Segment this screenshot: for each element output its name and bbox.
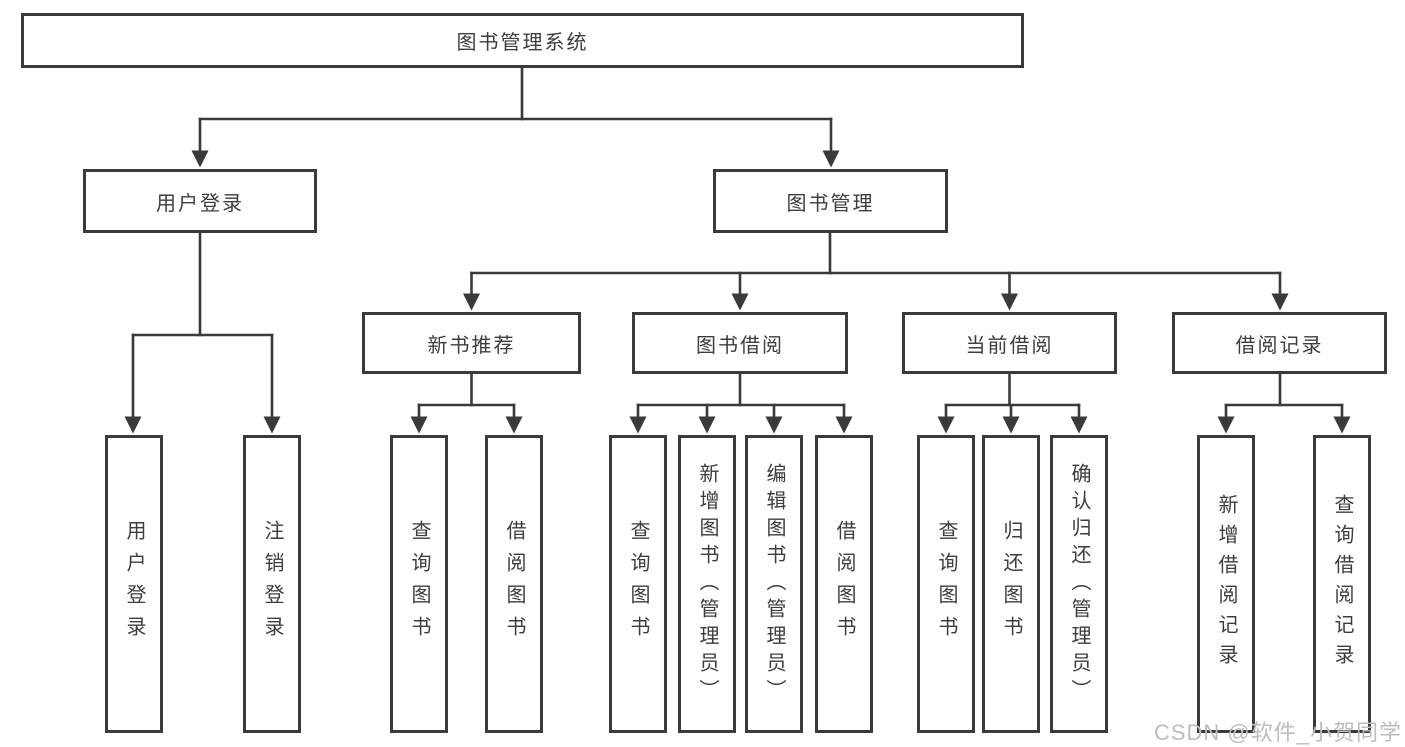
node-label: 当前借阅 [965, 334, 1054, 357]
node-label: 图书管理 [786, 192, 875, 215]
leaf-label: 查询图书 [627, 520, 649, 648]
leaf-label: 注销登录 [261, 520, 283, 648]
node-label: 图书借阅 [696, 334, 784, 357]
node-label: 图书管理系统 [456, 32, 589, 54]
leaf-query-borrow-record: 查询借阅记录 [1313, 435, 1371, 733]
csdn-watermark: CSDN @软件_小贺同学 [1153, 720, 1402, 745]
connector-book-management-children [463, 232, 1289, 311]
leaf-edit-books-admin: 编辑图书（管理员） [745, 435, 803, 733]
node-book-management: 图书管理 [713, 169, 948, 233]
leaf-add-borrow-record: 新增借阅记录 [1197, 435, 1255, 733]
leaf-label: 查询借阅记录 [1331, 494, 1353, 674]
leaf-query-books-borrow: 查询图书 [609, 435, 667, 733]
node-label: 新书推荐 [427, 334, 516, 357]
leaf-label: 借阅图书 [833, 520, 855, 648]
leaf-label: 查询图书 [935, 520, 957, 648]
connector-borrow-records-children [1217, 372, 1351, 434]
connector-root-to-level2 [191, 67, 840, 168]
leaf-query-books-current: 查询图书 [917, 435, 975, 733]
leaf-label: 新增图书（管理员） [696, 462, 718, 706]
leaf-borrow-books: 借阅图书 [815, 435, 873, 733]
leaf-label: 新增借阅记录 [1215, 494, 1237, 674]
connector-new-book-recommend-children [410, 372, 523, 434]
node-user-login: 用户登录 [83, 169, 317, 233]
leaf-logout-login: 注销登录 [243, 435, 301, 733]
leaf-label: 归还图书 [1000, 520, 1022, 648]
node-label: 用户登录 [156, 192, 244, 215]
node-borrow-records: 借阅记录 [1172, 312, 1387, 374]
connector-current-borrow-children [937, 372, 1088, 434]
leaf-label: 用户登录 [123, 520, 145, 648]
leaf-label: 借阅图书 [503, 520, 525, 648]
connector-user-login-children [124, 232, 281, 434]
node-label: 借阅记录 [1235, 334, 1324, 357]
connector-book-borrow-children [629, 372, 853, 434]
leaf-confirm-return-admin: 确认归还（管理员） [1050, 435, 1108, 733]
leaf-borrow-books-recommend: 借阅图书 [485, 435, 543, 733]
leaf-return-books: 归还图书 [982, 435, 1040, 733]
node-book-borrow: 图书借阅 [632, 312, 848, 374]
leaf-query-books-recommend: 查询图书 [390, 435, 448, 733]
node-library-management-system: 图书管理系统 [21, 13, 1024, 68]
leaf-label: 查询图书 [408, 520, 430, 648]
node-new-book-recommend: 新书推荐 [362, 312, 581, 374]
leaf-label: 确认归还（管理员） [1068, 462, 1090, 706]
leaf-add-books-admin: 新增图书（管理员） [678, 435, 736, 733]
node-current-borrow: 当前借阅 [902, 312, 1117, 374]
leaf-user-login: 用户登录 [105, 435, 163, 733]
leaf-label: 编辑图书（管理员） [763, 462, 785, 706]
